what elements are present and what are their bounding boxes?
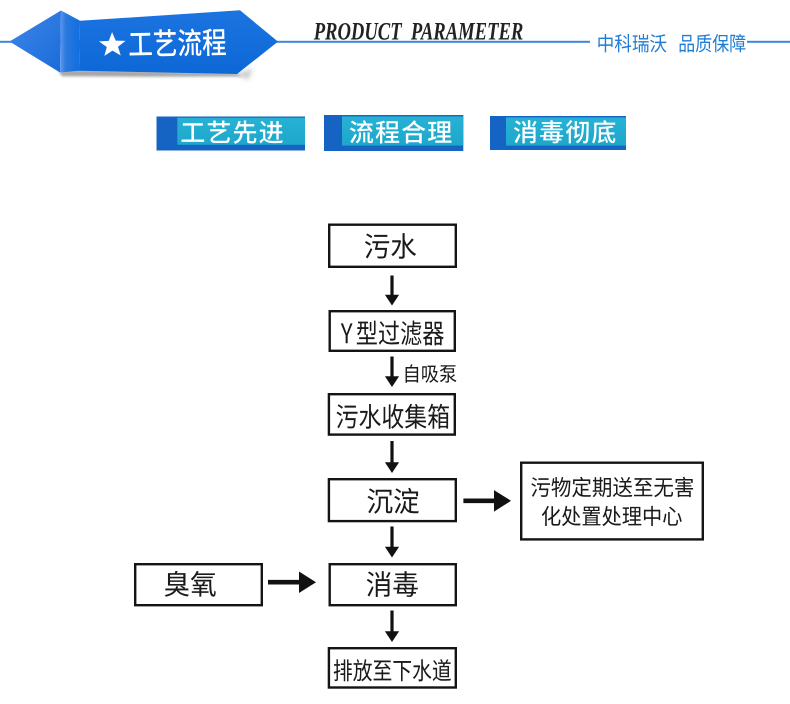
svg-text:PRODUCT PARAMETER: PRODUCT PARAMETER bbox=[313, 18, 523, 45]
